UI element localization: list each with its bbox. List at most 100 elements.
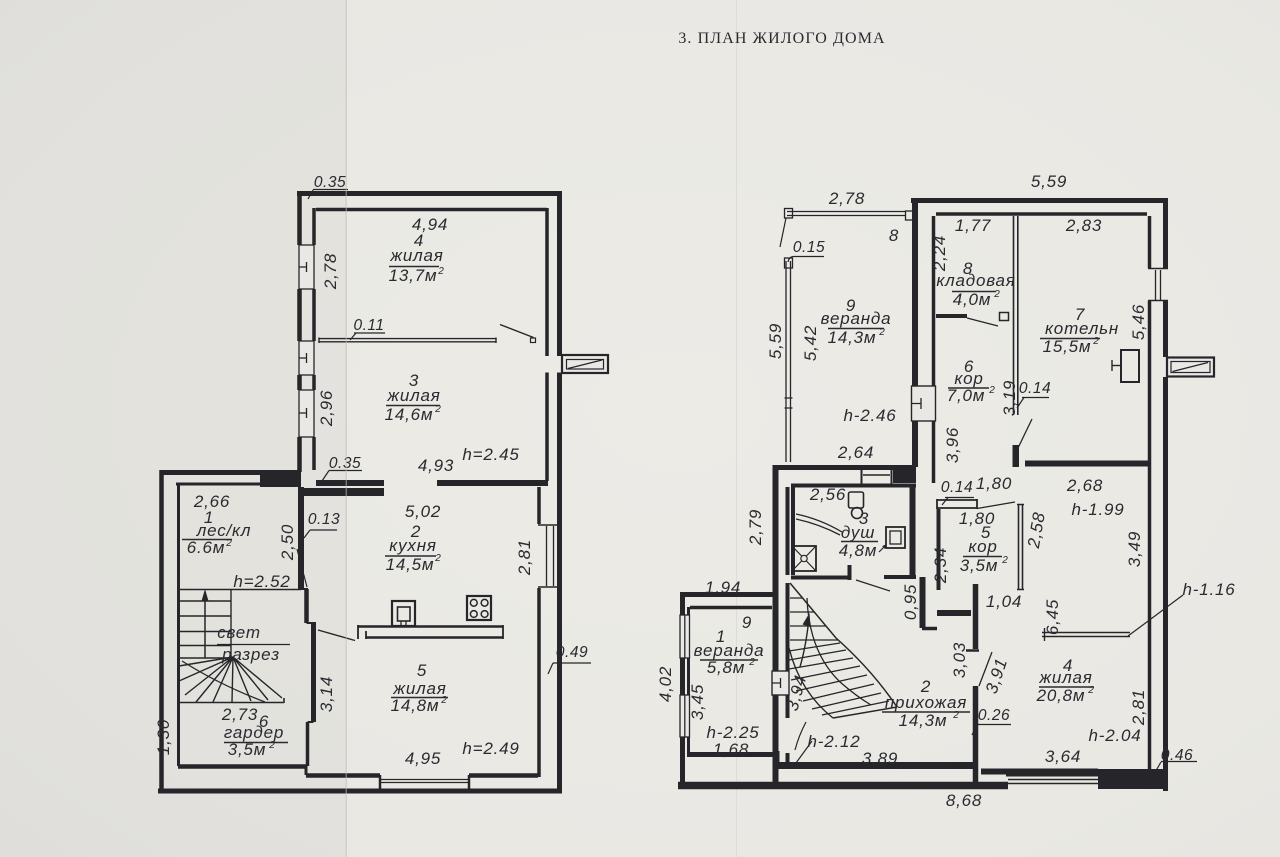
svg-text:2: 2 <box>437 266 444 277</box>
svg-text:0.46: 0.46 <box>1161 747 1193 764</box>
svg-text:14,8м: 14,8м <box>391 696 440 715</box>
svg-text:2: 2 <box>268 740 275 751</box>
svg-text:2: 2 <box>952 710 959 721</box>
svg-text:3,45: 3,45 <box>688 684 707 720</box>
svg-text:2: 2 <box>920 677 931 696</box>
svg-text:8: 8 <box>963 259 973 278</box>
svg-text:3,5м: 3,5м <box>960 556 999 575</box>
svg-text:h-1.99: h-1.99 <box>1071 500 1124 519</box>
svg-text:h-2.25: h-2.25 <box>706 723 759 742</box>
svg-text:3,14: 3,14 <box>317 676 336 712</box>
svg-text:кор: кор <box>954 369 983 388</box>
svg-text:0.14: 0.14 <box>941 479 973 496</box>
svg-text:5,42: 5,42 <box>801 325 820 361</box>
svg-text:свет: свет <box>217 623 261 642</box>
svg-text:кухня: кухня <box>389 536 436 555</box>
svg-text:8: 8 <box>889 226 899 245</box>
svg-text:5: 5 <box>417 661 427 680</box>
svg-text:3,03: 3,03 <box>950 642 969 678</box>
svg-text:0.26: 0.26 <box>978 707 1010 724</box>
svg-text:2,81: 2,81 <box>515 539 534 576</box>
svg-text:2,24: 2,24 <box>930 235 949 272</box>
svg-text:2: 2 <box>878 327 885 338</box>
svg-text:0.13: 0.13 <box>308 511 340 528</box>
svg-text:2,68: 2,68 <box>1066 476 1103 495</box>
svg-text:4: 4 <box>414 231 424 250</box>
svg-text:3. ПЛАН ЖИЛОГО ДОМА: 3. ПЛАН ЖИЛОГО ДОМА <box>678 30 885 47</box>
svg-text:2,83: 2,83 <box>1065 216 1102 235</box>
svg-text:0.49: 0.49 <box>556 644 588 661</box>
svg-text:5,8м: 5,8м <box>707 658 746 677</box>
svg-text:гардер: гардер <box>224 723 284 742</box>
svg-text:4,0м: 4,0м <box>953 290 992 309</box>
svg-text:2,34: 2,34 <box>931 547 950 584</box>
svg-text:0.35: 0.35 <box>314 174 346 191</box>
svg-text:2: 2 <box>1087 685 1094 696</box>
svg-text:h=2.45: h=2.45 <box>462 445 519 464</box>
svg-text:0,95: 0,95 <box>901 584 920 620</box>
svg-text:2,78: 2,78 <box>321 253 340 290</box>
svg-text:2: 2 <box>748 657 755 668</box>
svg-text:14,3м: 14,3м <box>899 711 948 730</box>
svg-text:1,94: 1,94 <box>705 578 741 597</box>
svg-text:7,0м: 7,0м <box>947 386 986 405</box>
svg-text:h-2.12: h-2.12 <box>807 732 860 751</box>
svg-text:жилая: жилая <box>389 246 443 265</box>
svg-text:3,96: 3,96 <box>943 427 962 463</box>
svg-text:2,66: 2,66 <box>193 492 230 511</box>
svg-text:веранда: веранда <box>821 309 892 328</box>
svg-text:2,81: 2,81 <box>1129 689 1148 726</box>
svg-text:5,59: 5,59 <box>1031 172 1067 191</box>
svg-text:2,64: 2,64 <box>837 443 874 462</box>
svg-text:3,49: 3,49 <box>1125 531 1144 567</box>
svg-text:h-2.04: h-2.04 <box>1088 726 1141 745</box>
svg-text:5: 5 <box>981 523 991 542</box>
svg-text:13,7м: 13,7м <box>389 266 438 285</box>
svg-text:жилая: жилая <box>392 679 446 698</box>
svg-text:0.14: 0.14 <box>1019 380 1051 397</box>
svg-text:2,96: 2,96 <box>317 390 336 427</box>
svg-text:прихожая: прихожая <box>885 693 967 712</box>
svg-text:2: 2 <box>993 289 1000 300</box>
svg-text:3,89: 3,89 <box>862 749 898 768</box>
svg-text:20,8м: 20,8м <box>1036 686 1086 705</box>
svg-text:3,19: 3,19 <box>1000 380 1019 416</box>
svg-text:4,94: 4,94 <box>412 215 448 234</box>
svg-text:4,93: 4,93 <box>418 456 454 475</box>
svg-text:жилая: жилая <box>386 386 440 405</box>
svg-text:1,80: 1,80 <box>976 474 1012 493</box>
svg-text:2: 2 <box>1001 555 1008 566</box>
svg-text:5,02: 5,02 <box>405 502 441 521</box>
svg-text:веранда: веранда <box>694 641 765 660</box>
svg-text:котельн: котельн <box>1045 319 1119 338</box>
svg-text:5,46: 5,46 <box>1129 304 1148 340</box>
svg-text:разрез: разрез <box>221 645 280 664</box>
svg-text:2,50: 2,50 <box>278 524 297 561</box>
svg-text:9: 9 <box>742 613 752 632</box>
svg-text:4,02: 4,02 <box>656 666 675 702</box>
svg-text:кор: кор <box>968 537 997 556</box>
svg-text:14,3м: 14,3м <box>828 328 877 347</box>
svg-text:3: 3 <box>859 509 869 528</box>
svg-text:0.35: 0.35 <box>329 455 361 472</box>
svg-text:1,30: 1,30 <box>154 719 173 755</box>
svg-text:2: 2 <box>434 553 441 564</box>
svg-text:2: 2 <box>225 538 232 549</box>
svg-text:6.6м: 6.6м <box>187 538 226 557</box>
svg-text:1,77: 1,77 <box>955 216 991 235</box>
svg-text:1: 1 <box>204 508 214 527</box>
svg-text:6: 6 <box>964 357 974 376</box>
svg-text:1,68: 1,68 <box>713 740 749 759</box>
svg-text:жилая: жилая <box>1038 668 1092 687</box>
svg-text:8,68: 8,68 <box>946 791 982 810</box>
svg-text:4,8м: 4,8м <box>839 541 878 560</box>
svg-text:1: 1 <box>716 627 726 646</box>
svg-text:3,64: 3,64 <box>1045 747 1081 766</box>
svg-text:9: 9 <box>846 296 856 315</box>
svg-text:0.15: 0.15 <box>793 239 825 256</box>
svg-text:h-1.16: h-1.16 <box>1182 580 1235 599</box>
svg-text:3,5м: 3,5м <box>228 740 267 759</box>
svg-text:2: 2 <box>440 695 447 706</box>
svg-text:2: 2 <box>434 404 441 415</box>
svg-text:2,79: 2,79 <box>746 509 765 546</box>
